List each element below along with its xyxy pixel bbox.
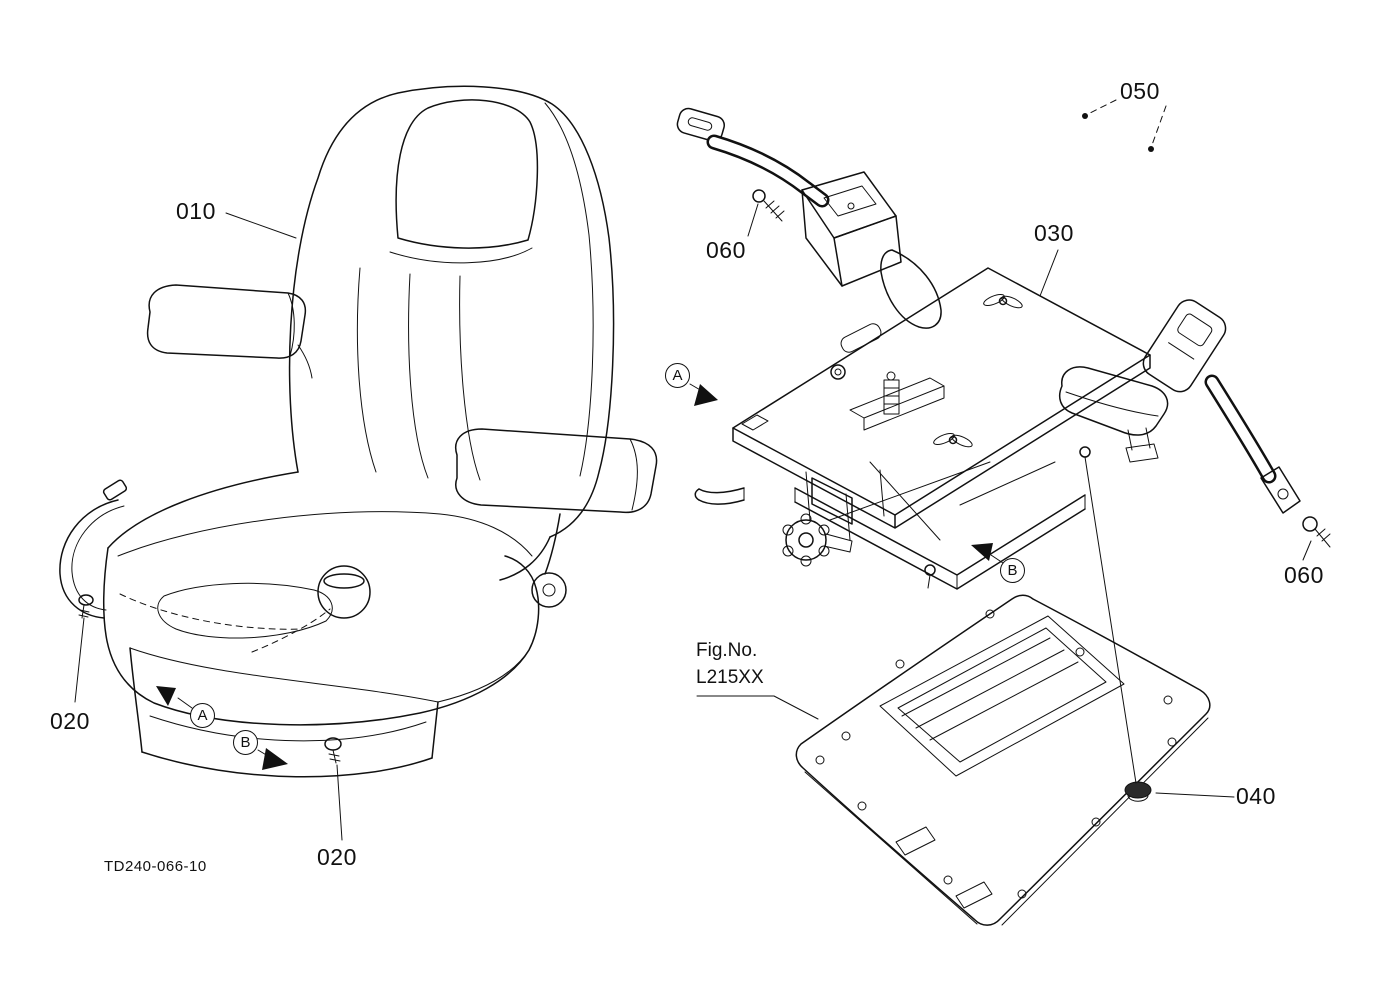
figure-reference: Fig.No. L215XX	[696, 638, 764, 692]
callout-010[interactable]: 010	[176, 198, 216, 224]
bolt-left	[78, 594, 94, 619]
arrow-a-seat	[156, 686, 176, 706]
figure-reference-label: Fig.No.	[696, 640, 758, 661]
adjustment-knob	[782, 513, 853, 567]
seat-knob	[251, 565, 371, 653]
view-marker-b-plate-label: B	[1007, 562, 1018, 579]
view-marker-a-plate-label: A	[672, 367, 683, 384]
view-marker-b-seat-label: B	[240, 734, 251, 751]
drawing-number: TD240-066-10	[104, 858, 207, 875]
seat-belt-retractor-illustration	[676, 107, 942, 329]
armrest-left	[146, 284, 313, 379]
callout-030[interactable]: 030	[1034, 220, 1074, 246]
callout-060-upper[interactable]: 060	[706, 237, 746, 263]
view-marker-a-seat: A	[190, 703, 215, 728]
armrest-part-illustration	[1059, 366, 1169, 463]
belt-bolt-lower	[1302, 516, 1331, 548]
callout-020-front[interactable]: 020	[317, 844, 357, 870]
arrow-b-plate	[971, 543, 993, 561]
seat-belt-buckle-illustration	[1142, 299, 1331, 548]
view-marker-a-plate: A	[665, 363, 690, 388]
view-marker-b-seat: B	[233, 730, 258, 755]
view-marker-b-plate: B	[1000, 558, 1025, 583]
callout-040[interactable]: 040	[1236, 783, 1276, 809]
arrow-a-plate	[694, 384, 718, 406]
view-marker-a-seat-label: A	[197, 707, 208, 724]
callout-060-lower[interactable]: 060	[1284, 562, 1324, 588]
wire-harness	[59, 479, 128, 619]
suspension-plate-illustration	[694, 267, 1151, 529]
callout-050[interactable]: 050	[1120, 78, 1160, 104]
leader-lines	[74, 99, 1312, 841]
headrest-panel	[395, 99, 539, 249]
bolt-front	[324, 737, 342, 764]
belt-bolt-upper	[752, 189, 785, 222]
arrow-b-seat	[262, 748, 288, 770]
grommet	[1124, 781, 1152, 802]
base-plate-illustration	[795, 469, 1211, 926]
armrest-right	[455, 428, 658, 608]
callout-020-left[interactable]: 020	[50, 708, 90, 734]
figure-reference-value: L215XX	[696, 666, 764, 688]
seat-illustration	[59, 85, 658, 778]
suspension-frame-illustration	[782, 446, 1091, 590]
